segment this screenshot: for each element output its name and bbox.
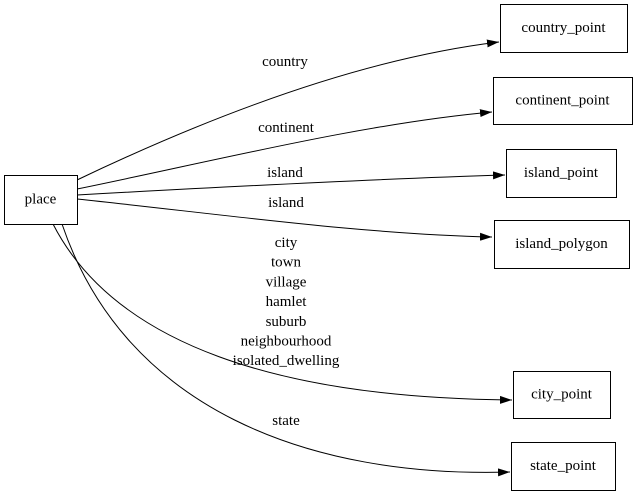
edge-label-line: suburb <box>266 314 307 330</box>
node-label-island_polygon: island_polygon <box>515 236 608 252</box>
node-box-place <box>4 175 78 225</box>
node-box-continent_point <box>493 77 633 125</box>
edge-place-country_point <box>76 39 500 181</box>
edge-label-place-island_polygon: island <box>268 195 304 211</box>
edge-label-place-island_point: island <box>267 165 303 181</box>
edge-label-line: village <box>266 274 307 290</box>
edge-label-line: island <box>268 195 304 211</box>
node-box-island_point <box>506 149 617 198</box>
node-label-place: place <box>25 192 57 208</box>
node-box-country_point <box>500 4 628 53</box>
node-place: place <box>4 175 78 225</box>
edge-label-line: country <box>262 54 308 70</box>
edge-label-line: isolated_dwelling <box>233 353 340 369</box>
edge-label-line: continent <box>258 120 315 136</box>
edge-place-island_polygon <box>76 198 493 241</box>
node-continent_point: continent_point <box>493 77 633 125</box>
node-label-state_point: state_point <box>530 458 597 474</box>
edge-label-place-state_point: state <box>272 413 300 429</box>
edge-label-place-country_point: country <box>262 54 308 70</box>
node-box-state_point <box>511 442 616 491</box>
edge-label-line: hamlet <box>266 294 308 310</box>
edge-place-state_point <box>61 223 511 477</box>
edge-label-line: island <box>267 165 303 181</box>
node-island_point: island_point <box>506 149 617 198</box>
edge-label-line: neighbourhood <box>241 334 332 350</box>
node-label-country_point: country_point <box>521 20 606 36</box>
edge-label-place-city_point: city town village hamlet suburb neighbourhood… <box>233 235 340 369</box>
edge-label-line: state <box>272 413 300 429</box>
node-box-city_point <box>513 371 611 419</box>
node-city_point: city_point <box>513 371 611 419</box>
node-country_point: country_point <box>500 4 628 53</box>
node-label-island_point: island_point <box>524 165 599 181</box>
edge-label-place-continent_point: continent <box>258 120 315 136</box>
edge-place-island_point <box>76 171 506 196</box>
node-label-city_point: city_point <box>531 387 593 403</box>
edge-label-line: town <box>271 255 302 271</box>
node-box-island_polygon <box>494 220 630 269</box>
node-label-continent_point: continent_point <box>515 93 610 109</box>
edge-label-line: city <box>275 235 298 251</box>
node-island_polygon: island_polygon <box>494 220 630 269</box>
node-state_point: state_point <box>511 442 616 491</box>
edge-place-city_point <box>52 223 513 404</box>
edge-place-continent_point <box>76 109 493 190</box>
